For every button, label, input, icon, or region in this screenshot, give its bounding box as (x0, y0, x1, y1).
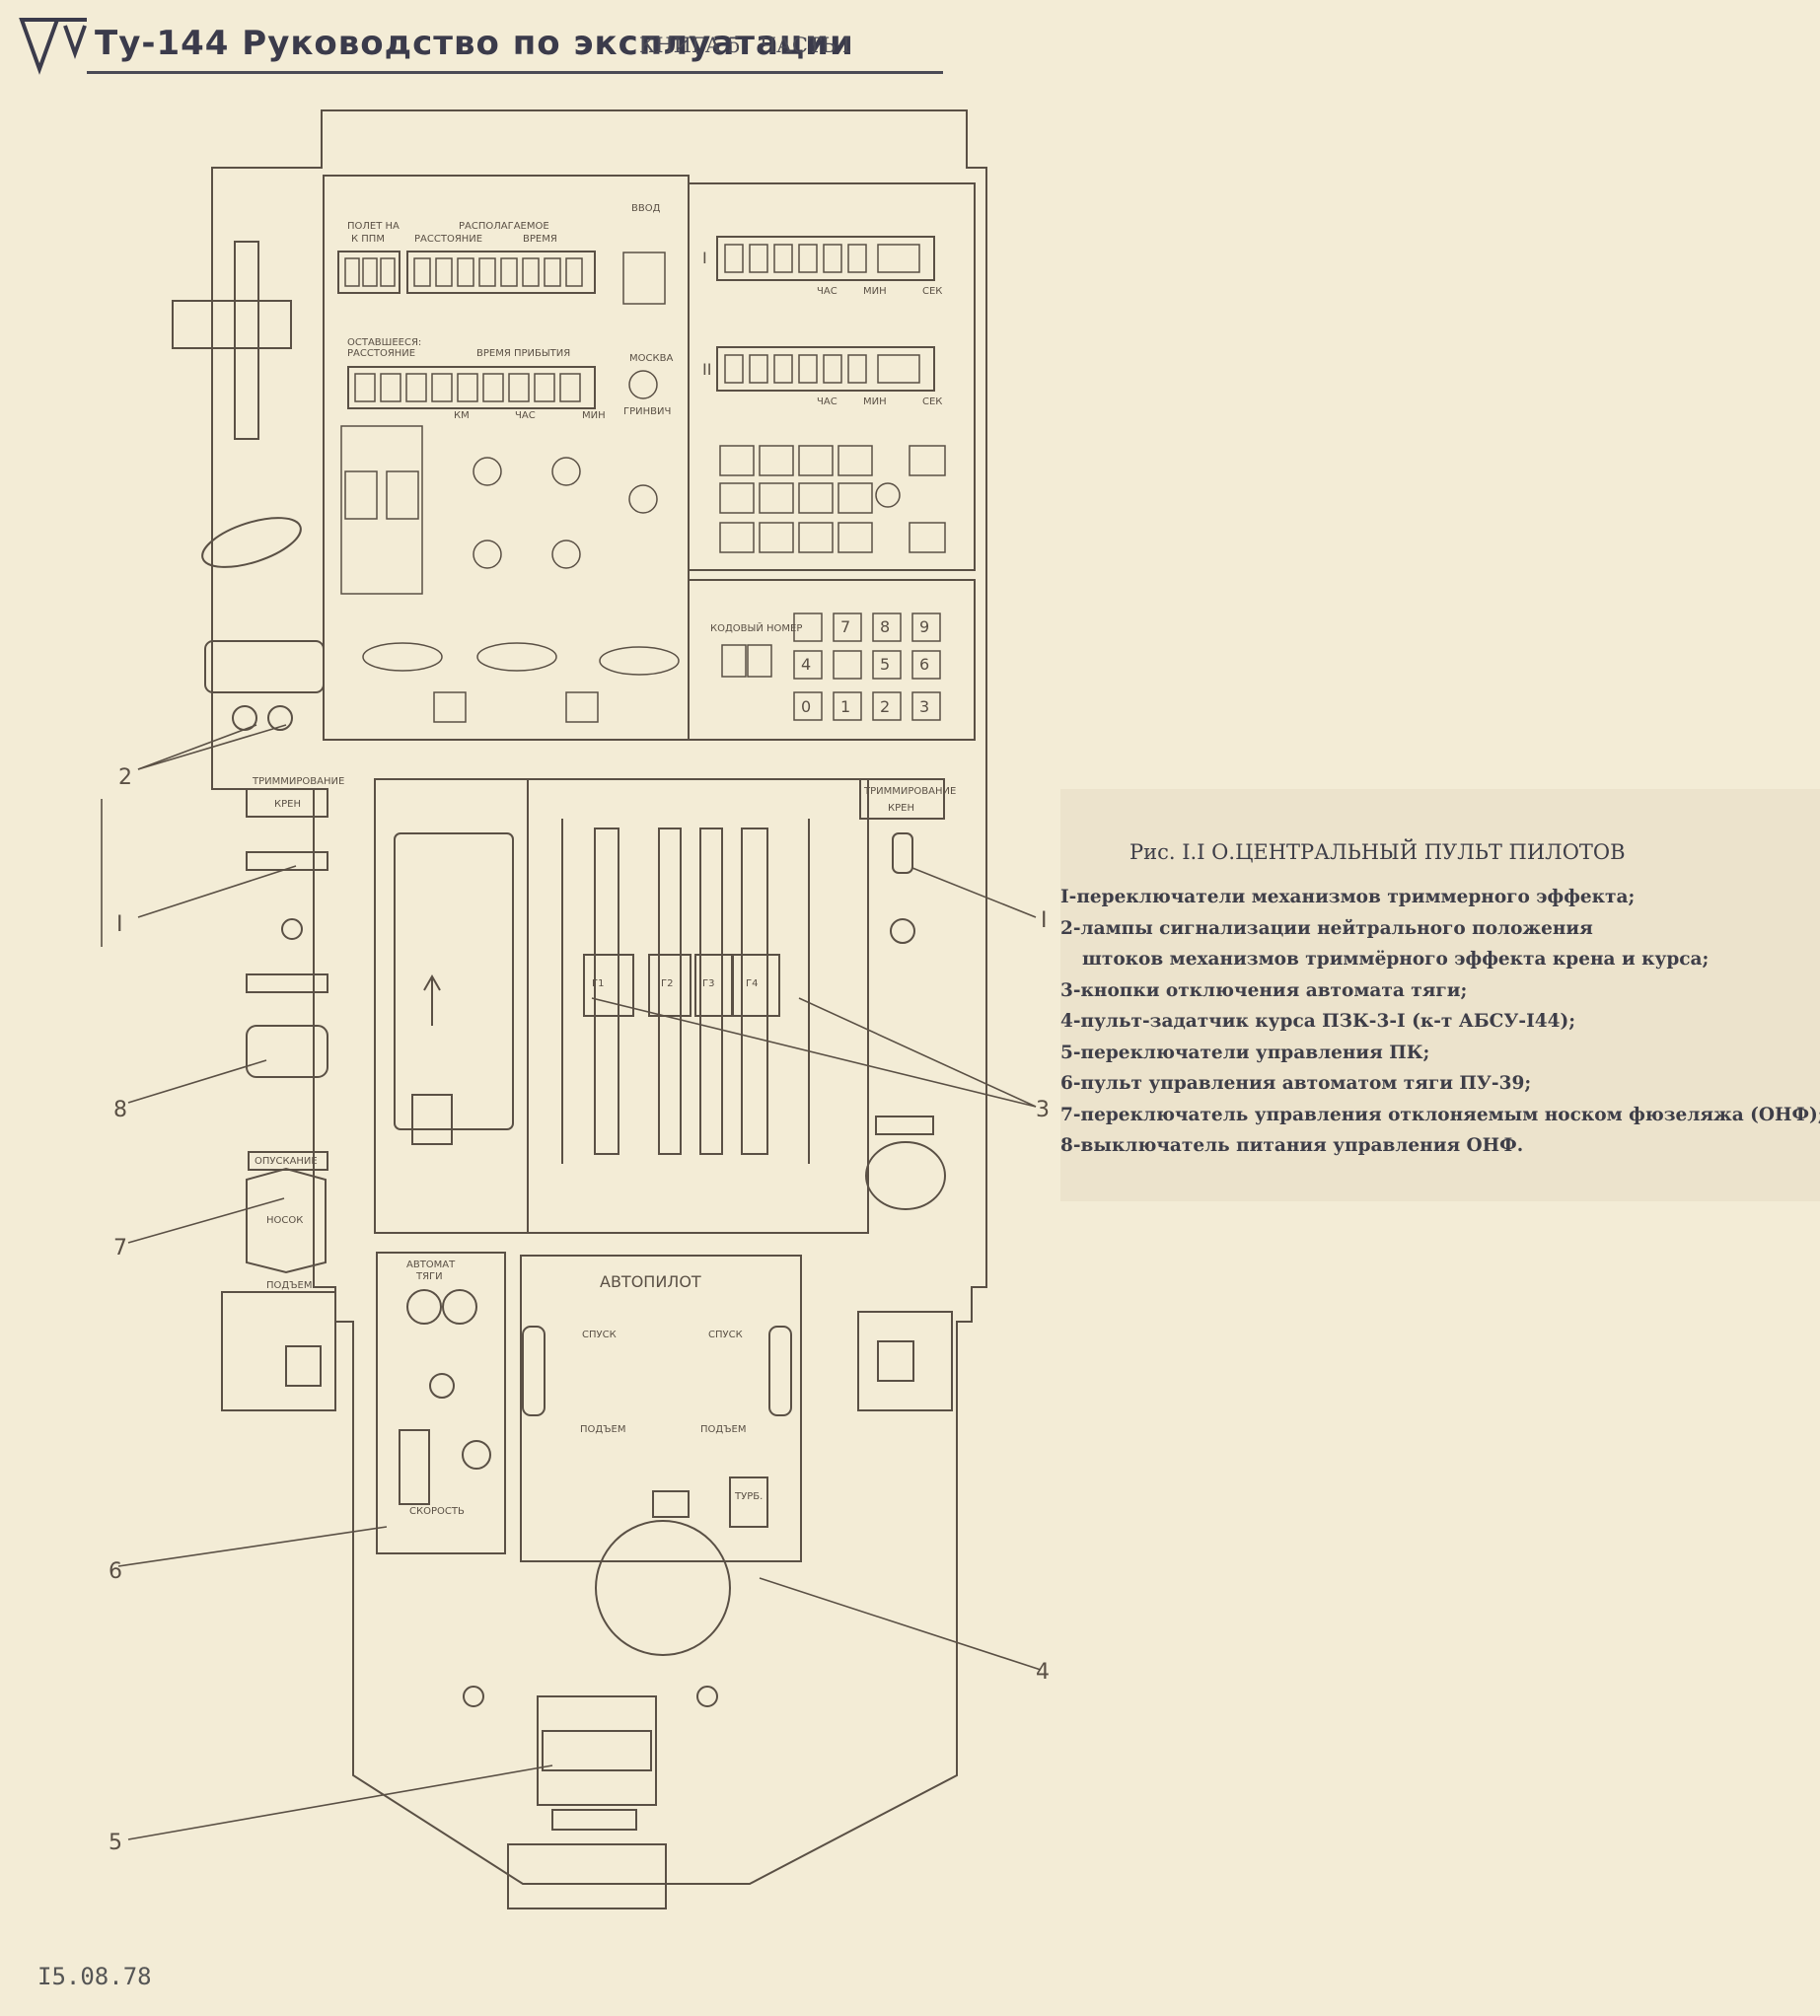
svg-text:Г3: Г3 (702, 978, 714, 989)
doc-title: Ту-144 Руководство по эксплуатации (95, 24, 854, 63)
console-outline (211, 109, 987, 1885)
callout-3: 3 (1036, 1098, 1050, 1122)
svg-text:9: 9 (919, 617, 929, 636)
svg-text:ТЯГИ: ТЯГИ (415, 1271, 443, 1282)
svg-text:КРЕН: КРЕН (274, 799, 301, 810)
svg-text:НОСОК: НОСОК (266, 1215, 303, 1226)
svg-text:КМ: КМ (454, 410, 470, 421)
legend-item: 6-пульт управления автоматом тяги ПУ-39; (1060, 1073, 1532, 1094)
book-label: КНИГА 5 ЧАСТЬ I (639, 34, 851, 57)
svg-text:ВВОД: ВВОД (631, 203, 661, 214)
svg-text:ПОДЪЕМ: ПОДЪЕМ (266, 1280, 312, 1291)
legend-item: 3-кнопки отключения автомата тяги; (1060, 979, 1468, 1001)
svg-text:ГРИНВИЧ: ГРИНВИЧ (623, 406, 671, 417)
svg-text:ТУРБ.: ТУРБ. (734, 1491, 763, 1502)
svg-text:7: 7 (840, 617, 850, 636)
svg-text:МИН: МИН (863, 286, 887, 297)
svg-text:КРЕН: КРЕН (888, 803, 914, 814)
figure-legend: Рис. I.I О.ЦЕНТРАЛЬНЫЙ ПУЛЬТ ПИЛОТОВ I-п… (1060, 789, 1820, 1201)
callout-4: 4 (1036, 1660, 1050, 1685)
svg-text:4: 4 (801, 655, 811, 674)
svg-text:ЧАС: ЧАС (817, 286, 837, 297)
autopilot-panel (520, 1255, 802, 1562)
legend-item: 4-пульт-задатчик курса ПЗК-3-I (к-т АБСУ… (1060, 1011, 1576, 1032)
throttle-quadrant (374, 778, 869, 1234)
tu-logo-icon (19, 18, 87, 75)
svg-text:ЧАС: ЧАС (515, 410, 536, 421)
svg-text:РАССТОЯНИЕ: РАССТОЯНИЕ (414, 234, 482, 245)
svg-text:СПУСК: СПУСК (708, 1330, 743, 1340)
svg-text:ПОДЪЕМ: ПОДЪЕМ (700, 1424, 746, 1435)
svg-text:Г4: Г4 (746, 978, 758, 989)
svg-text:3: 3 (919, 697, 929, 716)
svg-text:МИН: МИН (863, 396, 887, 407)
legend-item: штоков механизмов триммёрного эффекта кр… (1082, 949, 1710, 970)
legend-item: 5-переключатели управления ПК; (1060, 1042, 1430, 1063)
svg-text:КОДОВЫЙ НОМЕР: КОДОВЫЙ НОМЕР (710, 621, 802, 634)
figure-caption: Рис. I.I О.ЦЕНТРАЛЬНЫЙ ПУЛЬТ ПИЛОТОВ (1129, 840, 1626, 864)
svg-text:Г2: Г2 (661, 978, 673, 989)
svg-text:ВРЕМЯ: ВРЕМЯ (523, 234, 557, 245)
callout-1-right: I (1041, 908, 1048, 933)
callout-5: 5 (109, 1831, 122, 1855)
svg-text:АВТОМАТ: АВТОМАТ (406, 1260, 456, 1270)
svg-text:I: I (702, 249, 707, 267)
svg-text:МОСКВА: МОСКВА (629, 353, 673, 364)
callout-2: 2 (118, 765, 132, 790)
svg-text:ЧАС: ЧАС (817, 396, 837, 407)
svg-text:РАССТОЯНИЕ: РАССТОЯНИЕ (347, 348, 415, 359)
page-date: I5.08.78 (37, 1963, 152, 1990)
callout-8: 8 (113, 1098, 127, 1122)
autothrottle-panel (376, 1252, 506, 1554)
svg-text:РАСПОЛАГАЕМОЕ: РАСПОЛАГАЕМОЕ (459, 221, 549, 232)
svg-text:СПУСК: СПУСК (582, 1330, 617, 1340)
svg-text:К ППМ: К ППМ (351, 234, 385, 245)
legend-item: 7-переключатель управления отклоняемым н… (1060, 1104, 1820, 1125)
svg-text:Г1: Г1 (592, 978, 604, 989)
svg-text:2: 2 (880, 697, 890, 716)
legend-item: I-переключатели механизмов триммерного э… (1060, 887, 1636, 907)
svg-text:ВРЕМЯ ПРИБЫТИЯ: ВРЕМЯ ПРИБЫТИЯ (476, 348, 570, 359)
svg-text:ОСТАВШЕЕСЯ:: ОСТАВШЕЕСЯ: (347, 337, 421, 348)
svg-text:II: II (702, 360, 711, 379)
page-header: Ту-144 Руководство по эксплуатации КНИГА… (18, 14, 943, 75)
svg-text:СЕК: СЕК (922, 286, 942, 297)
svg-text:ОПУСКАНИЕ: ОПУСКАНИЕ (255, 1156, 318, 1167)
header-rule (87, 71, 943, 74)
svg-text:0: 0 (801, 697, 811, 716)
svg-text:5: 5 (880, 655, 890, 674)
legend-item: 8-выключатель питания управления ОНФ. (1060, 1135, 1524, 1156)
legend-item: 2-лампы сигнализации нейтрального положе… (1060, 917, 1593, 939)
code-panel (688, 579, 976, 741)
svg-text:АВТОПИЛОТ: АВТОПИЛОТ (600, 1272, 701, 1291)
svg-text:СЕК: СЕК (922, 396, 942, 407)
callout-7: 7 (113, 1236, 127, 1260)
navigation-panel (323, 175, 690, 741)
svg-text:8: 8 (880, 617, 890, 636)
svg-text:СКОРОСТЬ: СКОРОСТЬ (409, 1506, 465, 1517)
svg-text:1: 1 (840, 697, 850, 716)
svg-text:6: 6 (919, 655, 929, 674)
svg-text:ПОЛЕТ НА: ПОЛЕТ НА (347, 221, 400, 232)
svg-text:ТРИММИРОВАНИЕ: ТРИММИРОВАНИЕ (252, 776, 344, 787)
callout-6: 6 (109, 1559, 122, 1584)
svg-text:МИН: МИН (582, 410, 606, 421)
callout-1-left: I (116, 912, 123, 937)
svg-text:ПОДЪЕМ: ПОДЪЕМ (580, 1424, 625, 1435)
svg-text:ТРИММИРОВАНИЕ: ТРИММИРОВАНИЕ (863, 786, 956, 797)
clock-panel (688, 182, 976, 571)
